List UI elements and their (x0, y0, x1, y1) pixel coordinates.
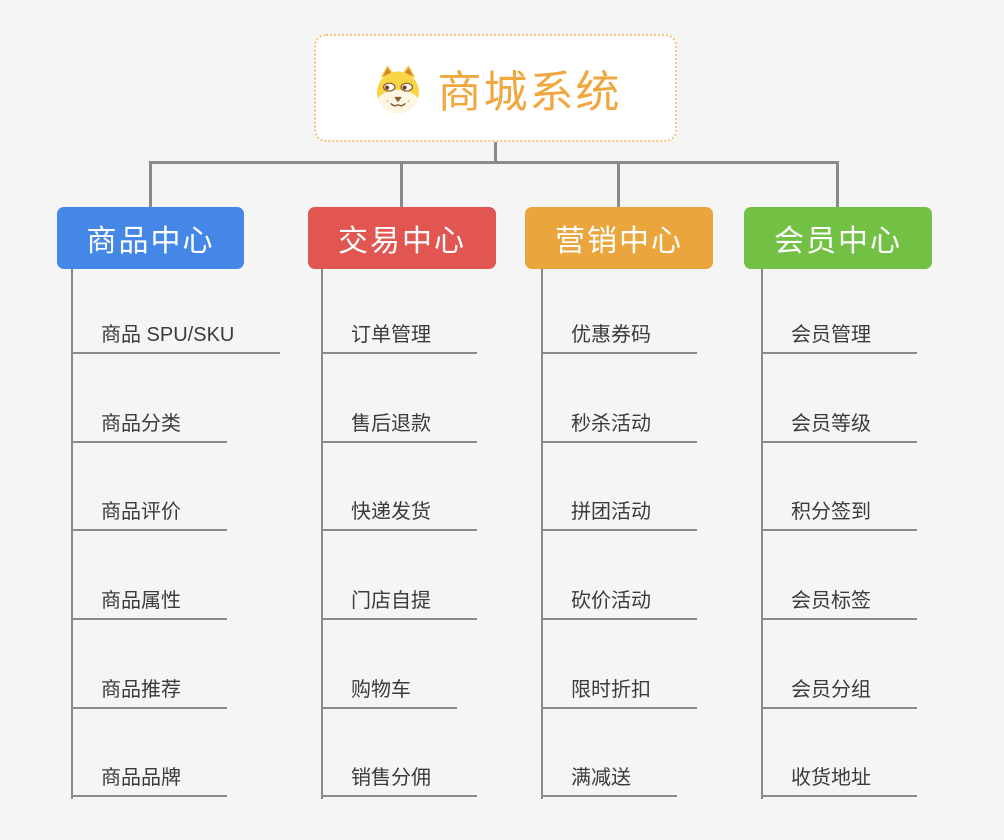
branch-label: 营销中心 (555, 225, 683, 258)
branch-drop-line (836, 161, 839, 208)
leaf-node[interactable]: 满减送 (541, 755, 677, 797)
leaf-label: 快递发货 (351, 501, 431, 523)
branch-drop-line (149, 161, 152, 208)
branch-node-member-center[interactable]: 会员中心 (744, 207, 932, 269)
leaf-label: 满减送 (571, 767, 631, 789)
leaf-label: 售后退款 (351, 413, 431, 435)
leaf-label: 积分签到 (791, 501, 871, 523)
branch-trunk-line (541, 269, 543, 799)
leaf-node[interactable]: 会员标签 (761, 578, 917, 620)
leaf-node[interactable]: 收货地址 (761, 755, 917, 797)
branch-drop-line (617, 161, 620, 208)
leaf-label: 商品推荐 (101, 679, 181, 701)
branch-trunk-line (71, 269, 73, 799)
leaf-node[interactable]: 会员管理 (761, 312, 917, 354)
leaf-node[interactable]: 秒杀活动 (541, 401, 697, 443)
leaf-label: 会员管理 (791, 324, 871, 346)
leaf-node[interactable]: 商品分类 (71, 401, 227, 443)
leaf-label: 商品 SPU/SKU (101, 324, 235, 346)
leaf-node[interactable]: 购物车 (321, 667, 457, 709)
leaf-node[interactable]: 商品评价 (71, 489, 227, 531)
leaf-node[interactable]: 门店自提 (321, 578, 477, 620)
leaf-label: 砍价活动 (571, 590, 651, 612)
leaf-label: 商品品牌 (101, 767, 181, 789)
branch-node-marketing-center[interactable]: 营销中心 (525, 207, 713, 269)
leaf-label: 优惠券码 (571, 324, 651, 346)
leaf-label: 订单管理 (351, 324, 431, 346)
leaf-node[interactable]: 快递发货 (321, 489, 477, 531)
leaf-label: 限时折扣 (571, 679, 651, 701)
leaf-label: 拼团活动 (571, 501, 651, 523)
branch-drop-line (400, 161, 403, 208)
leaf-label: 商品分类 (101, 413, 181, 435)
leaf-node[interactable]: 优惠券码 (541, 312, 697, 354)
leaf-node[interactable]: 拼团活动 (541, 489, 697, 531)
leaf-node[interactable]: 销售分佣 (321, 755, 477, 797)
branch-node-trade-center[interactable]: 交易中心 (308, 207, 496, 269)
leaf-node[interactable]: 订单管理 (321, 312, 477, 354)
root-node[interactable]: 商城系统 (314, 34, 677, 142)
leaf-label: 秒杀活动 (571, 413, 651, 435)
branch-label: 会员中心 (774, 225, 902, 258)
root-connector-line (494, 142, 497, 163)
leaf-node[interactable]: 商品推荐 (71, 667, 227, 709)
dog-face-icon (376, 65, 419, 114)
leaf-node[interactable]: 积分签到 (761, 489, 917, 531)
leaf-label: 会员标签 (791, 590, 871, 612)
leaf-label: 会员等级 (791, 413, 871, 435)
leaf-node[interactable]: 商品 SPU/SKU (71, 312, 281, 354)
leaf-node[interactable]: 商品属性 (71, 578, 227, 620)
leaf-node[interactable]: 商品品牌 (71, 755, 227, 797)
branch-trunk-line (321, 269, 323, 799)
leaf-node[interactable]: 限时折扣 (541, 667, 697, 709)
branch-label: 交易中心 (338, 225, 466, 258)
leaf-label: 门店自提 (351, 590, 431, 612)
branch-node-product-center[interactable]: 商品中心 (57, 207, 244, 269)
branch-label: 商品中心 (86, 225, 215, 258)
branch-trunk-line (761, 269, 763, 799)
leaf-node[interactable]: 售后退款 (321, 401, 477, 443)
leaf-label: 商品评价 (101, 501, 181, 523)
root-title: 商城系统 (437, 68, 622, 117)
branch-bus-line (149, 161, 839, 164)
leaf-node[interactable]: 会员等级 (761, 401, 917, 443)
leaf-label: 会员分组 (791, 679, 871, 701)
leaf-node[interactable]: 会员分组 (761, 667, 917, 709)
leaf-label: 收货地址 (791, 767, 871, 789)
leaf-label: 商品属性 (101, 590, 181, 612)
leaf-label: 销售分佣 (351, 767, 431, 789)
leaf-node[interactable]: 砍价活动 (541, 578, 697, 620)
leaf-label: 购物车 (351, 679, 411, 701)
